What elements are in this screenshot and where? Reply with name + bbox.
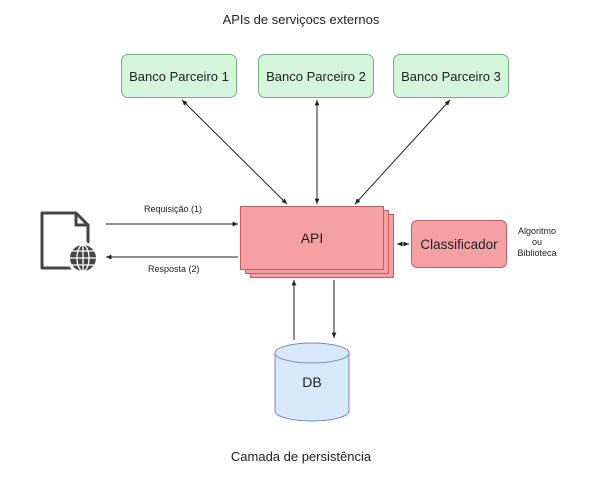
response-label: Resposta (2) xyxy=(148,264,200,274)
bank1-api-connector xyxy=(181,99,288,205)
bank-partner-1: Banco Parceiro 1 xyxy=(121,54,237,98)
request-label: Requisição (1) xyxy=(144,204,203,214)
api-box: API xyxy=(240,206,384,270)
database-cylinder xyxy=(274,342,350,422)
bottom-title: Camada de persistência xyxy=(230,449,372,464)
db-label: DB xyxy=(302,374,322,390)
api-label: API xyxy=(300,230,324,246)
bank-partner-3: Banco Parceiro 3 xyxy=(393,54,509,98)
algorithm-note-line-3: Biblioteca xyxy=(517,248,557,258)
bank3-api-connector xyxy=(354,99,451,205)
classifier-label: Classificador xyxy=(420,236,498,252)
bank-partner-2: Banco Parceiro 2 xyxy=(258,54,374,98)
top-title: APIs de serviçocs externos xyxy=(222,12,380,27)
client-document-globe-icon xyxy=(40,211,99,274)
classifier-box: Classificador xyxy=(411,220,507,268)
algorithm-note-line-1: Algoritmo xyxy=(517,226,556,236)
algorithm-note-line-2: ou xyxy=(531,237,542,247)
algorithm-note: Algoritmo ou Biblioteca xyxy=(512,226,562,259)
